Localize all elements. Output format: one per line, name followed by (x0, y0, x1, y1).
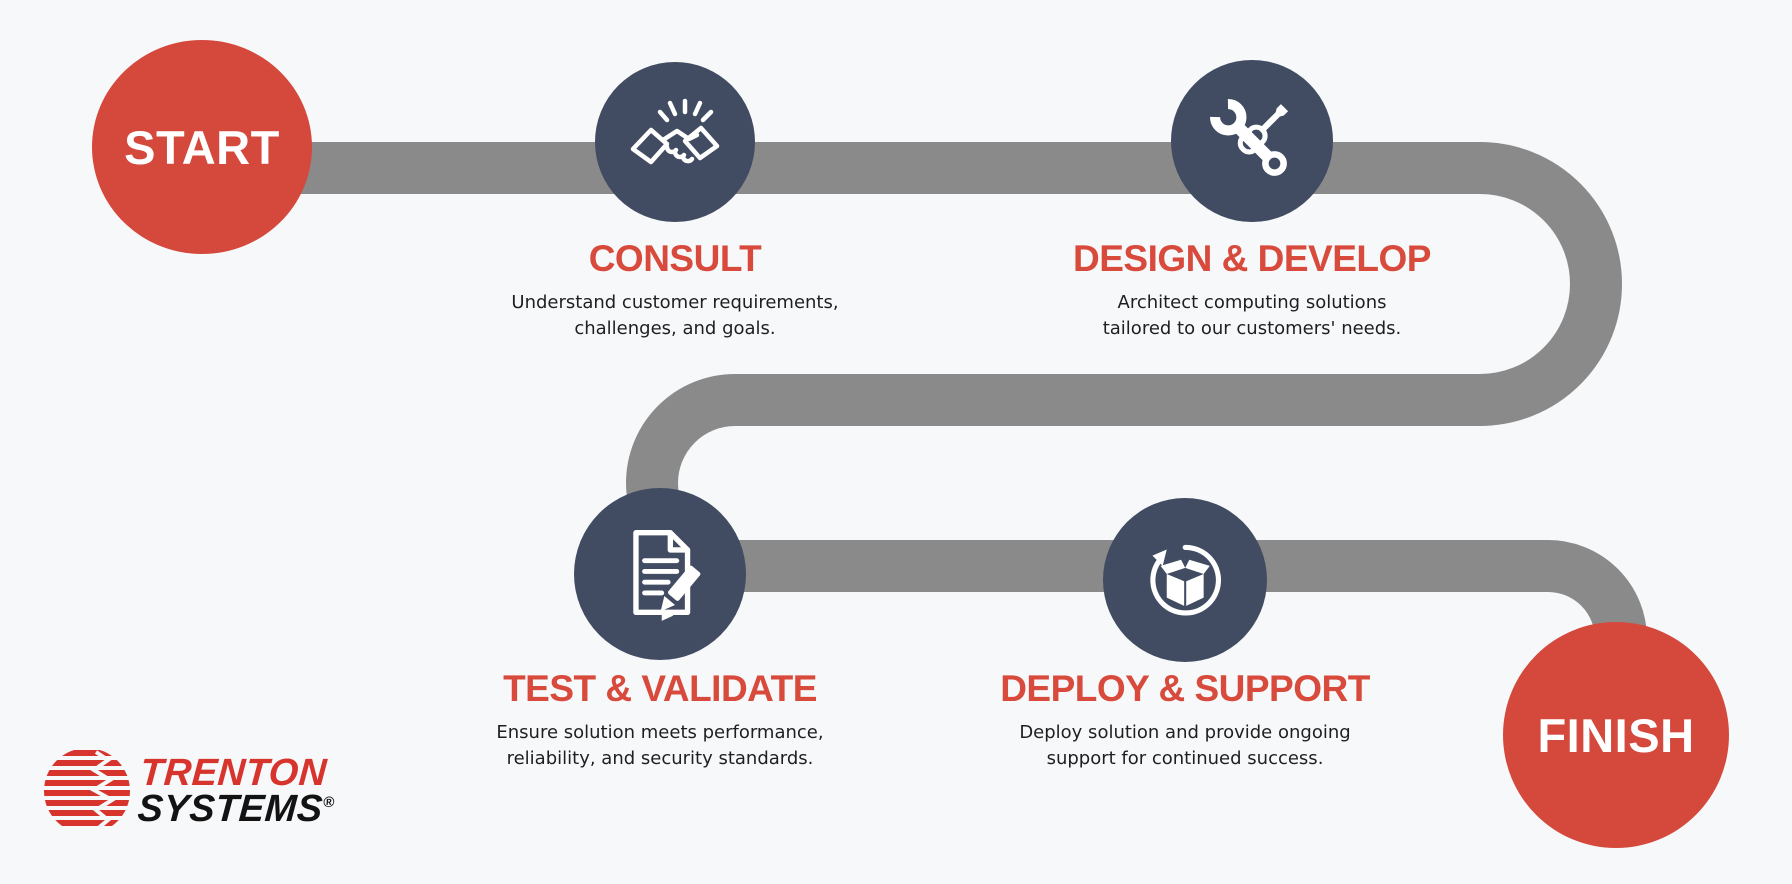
registered-trademark-symbol: ® (322, 794, 336, 811)
logo-word-systems: SYSTEMS® (136, 788, 336, 830)
deploy-support-node (1103, 498, 1267, 662)
finish-label: FINISH (1537, 708, 1695, 762)
consult-title: CONSULT (588, 238, 762, 279)
consult-description: Understand customer requirements, challe… (511, 292, 839, 340)
start-label: START (124, 120, 280, 174)
design-develop-node (1171, 60, 1333, 222)
trenton-systems-logo: TRENTON SYSTEMS® (44, 748, 336, 834)
deploy-support-description: Deploy solution and provide ongoing supp… (1019, 722, 1351, 770)
box-cycle-icon (1150, 544, 1221, 616)
wrench-screwdriver-icon (1210, 99, 1289, 177)
finish-node: FINISH (1503, 622, 1729, 848)
document-pencil-icon (633, 530, 701, 622)
handshake-icon (630, 98, 720, 165)
test-validate-title: TEST & VALIDATE (503, 668, 817, 709)
start-node: START (92, 40, 312, 254)
design-develop-description: Architect computing solutions tailored t… (1102, 292, 1402, 340)
striped-globe-icon (44, 750, 130, 832)
logo-word-trenton: TRENTON (138, 751, 329, 794)
test-validate-node (574, 488, 746, 660)
design-develop-title: DESIGN & DEVELOP (1073, 238, 1431, 279)
consult-node (595, 62, 755, 222)
deploy-support-title: DEPLOY & SUPPORT (1000, 668, 1370, 709)
test-validate-description: Ensure solution meets performance, relia… (496, 722, 824, 770)
